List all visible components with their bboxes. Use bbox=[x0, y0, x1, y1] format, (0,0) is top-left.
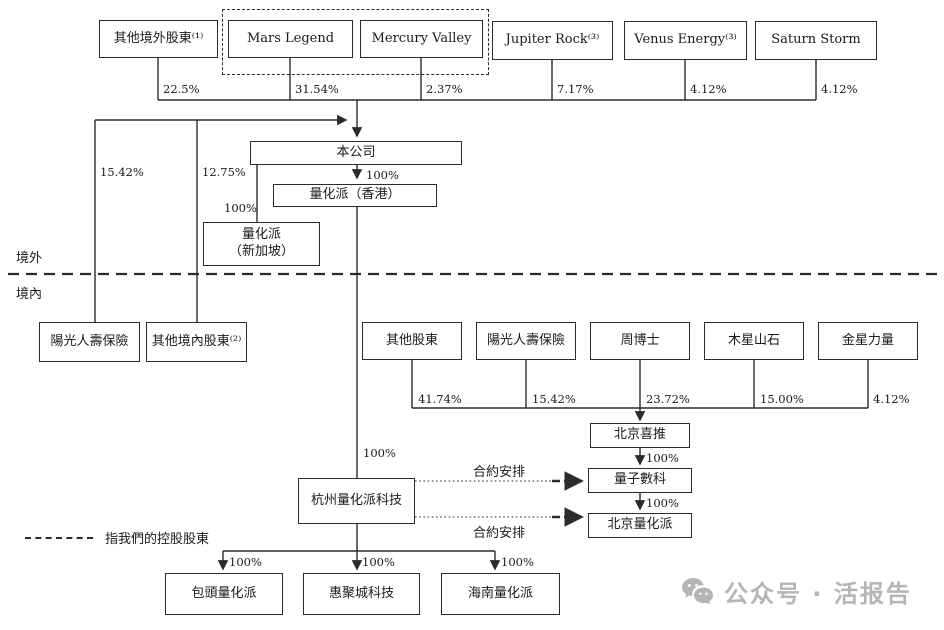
pct-company-to-hk: 100% bbox=[366, 168, 399, 182]
legend: 指我們的控股股東 bbox=[25, 528, 209, 547]
node-baotou-qph: 包頭量化派 bbox=[165, 573, 283, 615]
wechat-icon bbox=[682, 577, 713, 604]
node-saturn-storm: Saturn Storm bbox=[755, 21, 877, 60]
pct-other-domestic: 12.75% bbox=[202, 165, 246, 179]
pct-hk-to-hangzhou: 100% bbox=[363, 446, 396, 460]
node-company: 本公司 bbox=[250, 141, 462, 165]
contract-arrangement-label-2: 合約安排 bbox=[473, 526, 526, 541]
node-beijing-xitui: 北京喜推 bbox=[590, 423, 690, 448]
pct-sunshine-life: 15.42% bbox=[532, 392, 576, 406]
pct-wood-star-stone: 15.00% bbox=[760, 392, 804, 406]
pct-to-hainan: 100% bbox=[501, 555, 534, 569]
watermark: 公众号 · 活报告 bbox=[680, 574, 912, 609]
controlling-shareholders-group-box bbox=[222, 9, 489, 75]
node-mars-legend: Mars Legend bbox=[228, 20, 353, 58]
region-label-onshore: 境內 bbox=[16, 287, 43, 302]
pct-sunshine-life-left: 15.42% bbox=[100, 165, 144, 179]
node-beijing-qph: 北京量化派 bbox=[588, 513, 692, 538]
pct-other-overseas: 22.5% bbox=[163, 82, 200, 96]
node-mercury-valley: Mercury Valley bbox=[360, 20, 483, 58]
pct-saturn-storm: 4.12% bbox=[821, 82, 858, 96]
pct-dr-zhou: 23.72% bbox=[646, 392, 690, 406]
pct-mars-legend: 31.54% bbox=[295, 82, 339, 96]
pct-to-baotou: 100% bbox=[229, 555, 262, 569]
node-wood-star-stone: 木星山石 bbox=[704, 322, 804, 360]
pct-to-huiju: 100% bbox=[362, 555, 395, 569]
region-label-offshore: 境外 bbox=[16, 251, 43, 266]
node-sunshine-life: 陽光人壽保險 bbox=[476, 322, 576, 360]
watermark-text: 公众号 · 活报告 bbox=[724, 580, 912, 608]
node-other-domestic-shareholders: 其他境內股東⁽²⁾ bbox=[146, 322, 247, 362]
node-hangzhou-qph: 杭州量化派科技 bbox=[298, 478, 415, 524]
node-jupiter-rock: Jupiter Rock⁽³⁾ bbox=[492, 21, 613, 60]
node-quantum-data: 量子數科 bbox=[588, 468, 692, 493]
pct-jupiter-rock: 7.17% bbox=[557, 82, 594, 96]
pct-xitui-to-quantum: 100% bbox=[646, 451, 679, 465]
node-venus-energy: Venus Energy⁽³⁾ bbox=[624, 21, 747, 60]
node-sunshine-life-left: 陽光人壽保險 bbox=[39, 322, 140, 362]
pct-mercury-valley: 2.37% bbox=[426, 82, 463, 96]
node-hainan-qph: 海南量化派 bbox=[441, 573, 560, 615]
legend-label: 指我們的控股股東 bbox=[105, 532, 210, 547]
pct-quantum-to-beijing: 100% bbox=[646, 496, 679, 510]
contract-arrangement-label-1: 合約安排 bbox=[473, 465, 526, 480]
node-other-overseas-shareholders: 其他境外股東⁽¹⁾ bbox=[99, 20, 218, 58]
node-dr-zhou: 周博士 bbox=[590, 322, 690, 360]
legend-dashed-line bbox=[25, 536, 93, 539]
node-huiju-tech: 惠聚城科技 bbox=[303, 573, 420, 615]
pct-company-to-sg: 100% bbox=[224, 201, 257, 215]
pct-gold-star-power: 4.12% bbox=[873, 392, 910, 406]
node-qph-hongkong: 量化派（香港） bbox=[273, 184, 437, 207]
node-other-shareholders: 其他股東 bbox=[362, 322, 462, 360]
node-gold-star-power: 金星力量 bbox=[818, 322, 918, 360]
pct-other-shareholders: 41.74% bbox=[418, 392, 462, 406]
pct-venus-energy: 4.12% bbox=[690, 82, 727, 96]
node-qph-singapore: 量化派 （新加坡） bbox=[203, 222, 320, 266]
